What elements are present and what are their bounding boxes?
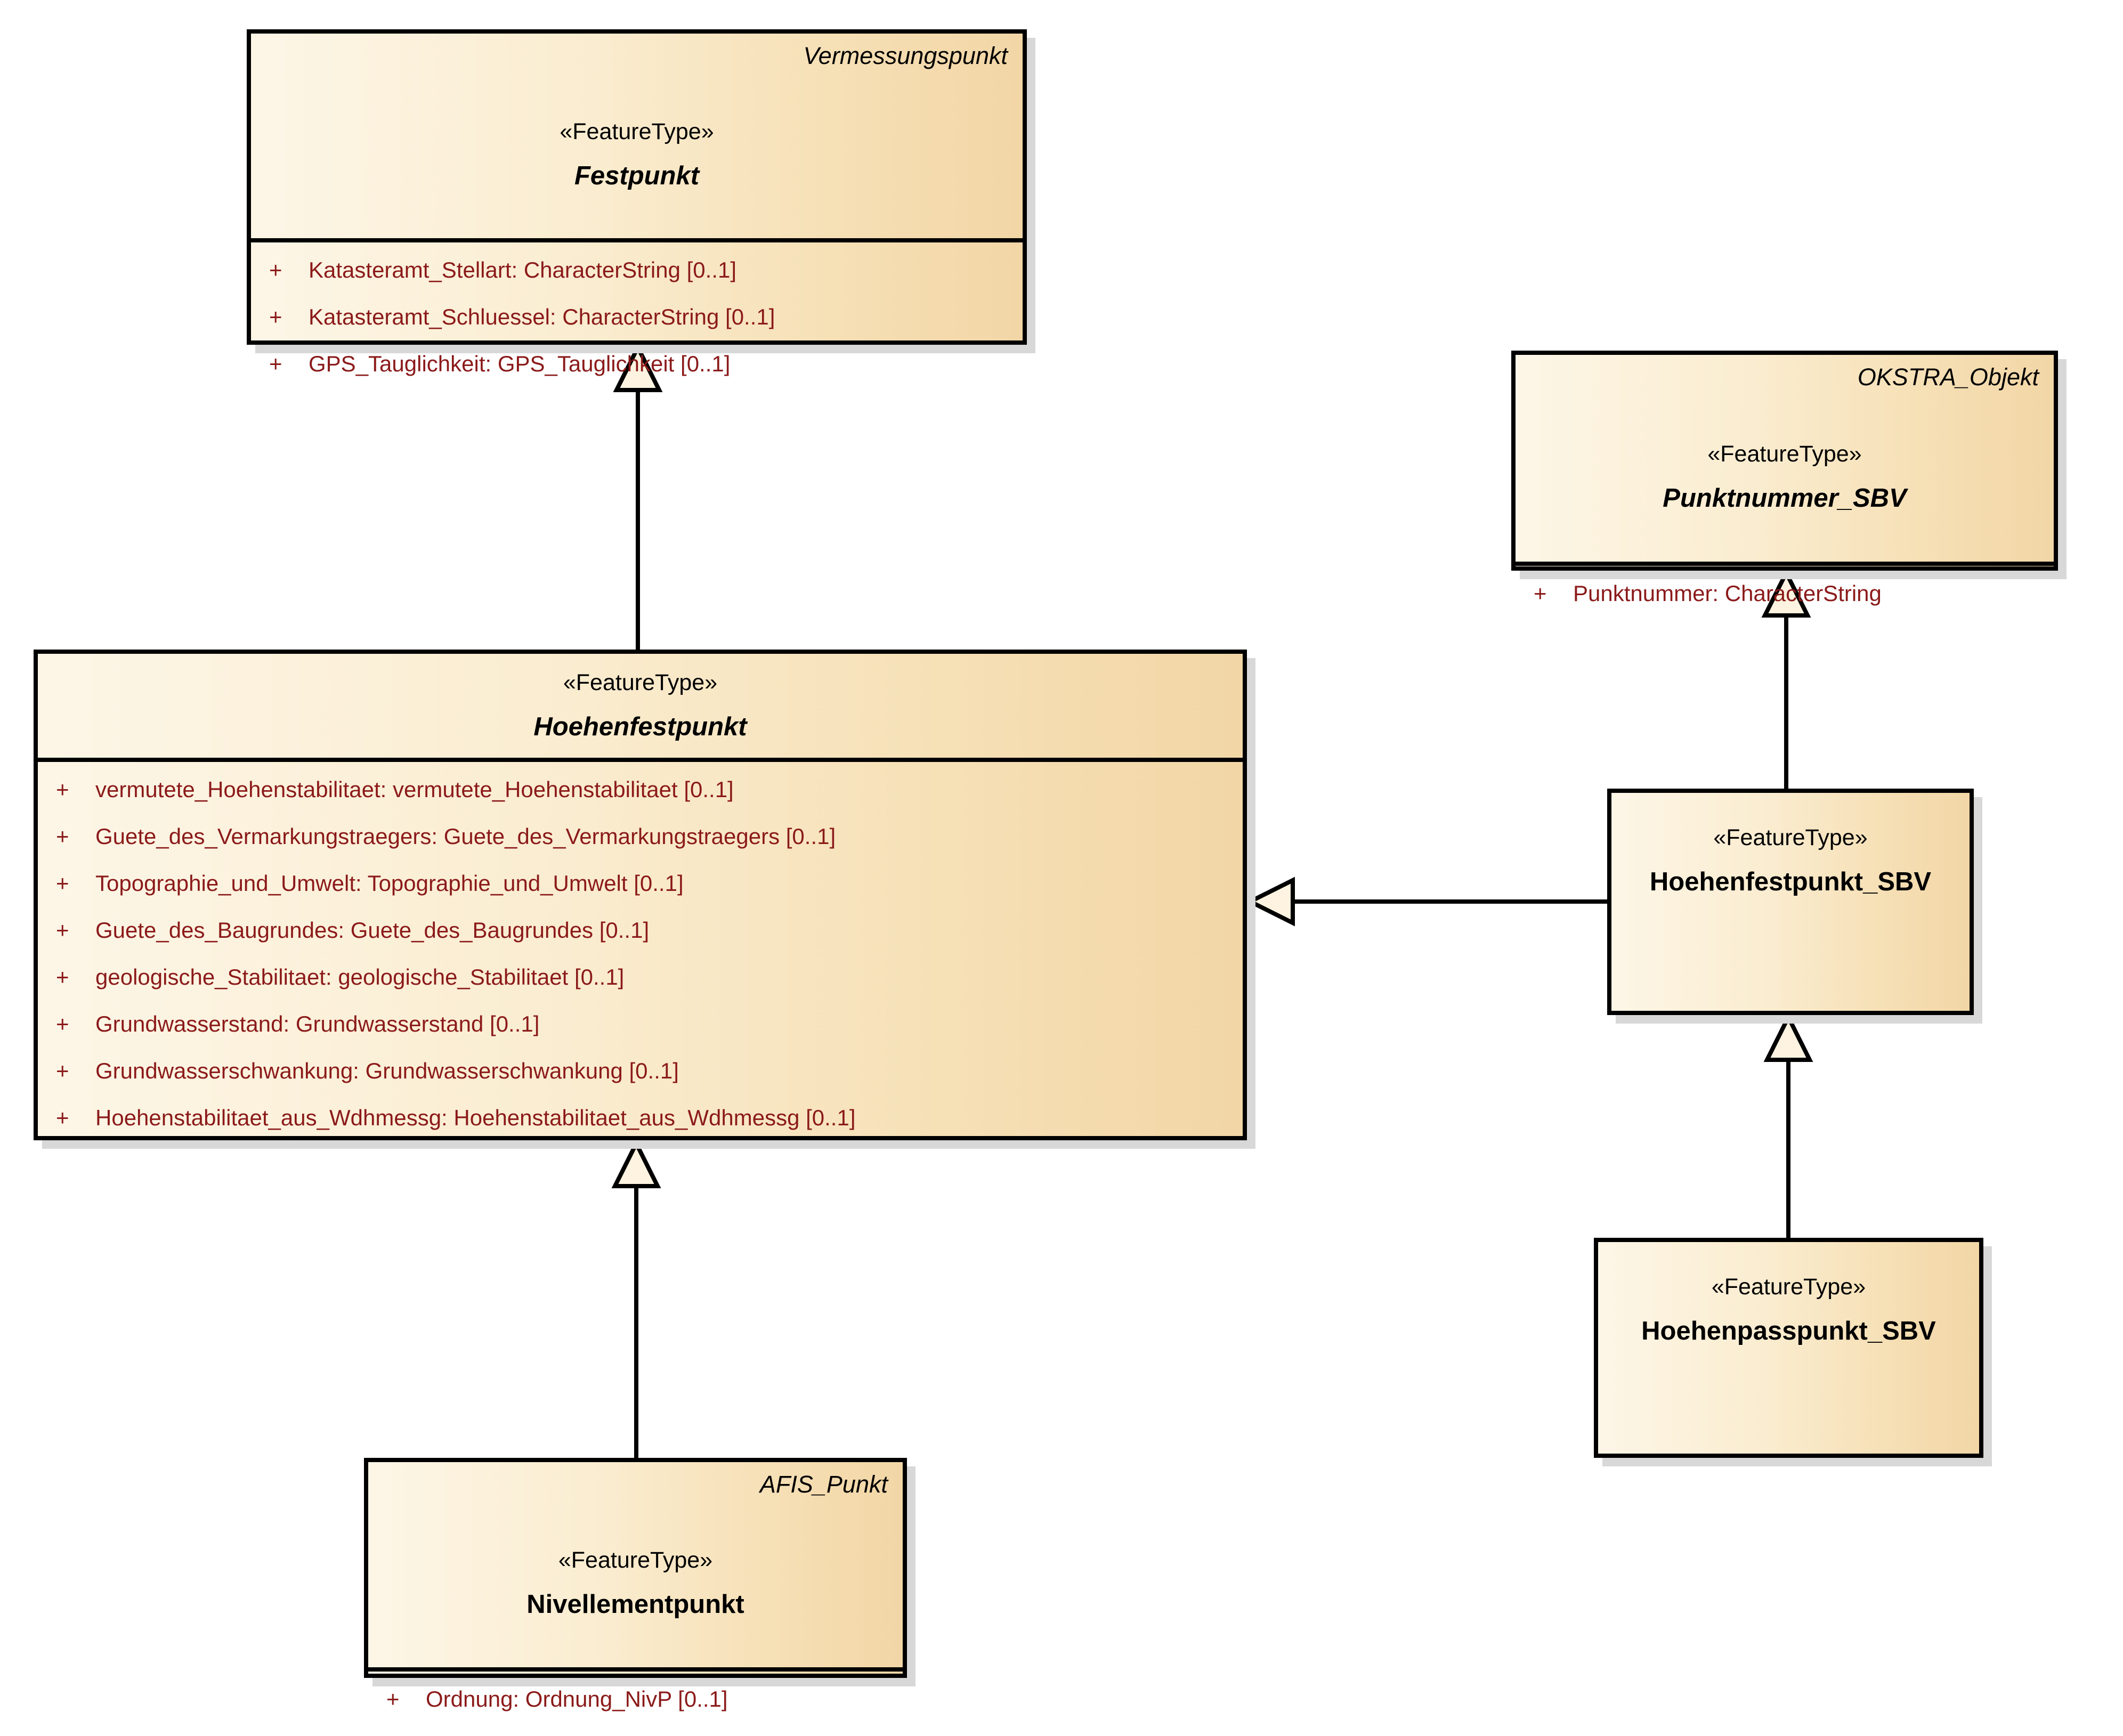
visibility-marker: +: [56, 964, 69, 989]
attribute-row: + geologische_Stabilitaet: geologische_S…: [38, 954, 1243, 1001]
attribute-text: Katasteramt_Schluessel: CharacterString …: [309, 304, 775, 329]
attribute-row: + Grundwasserstand: Grundwasserstand [0.…: [38, 1001, 1243, 1048]
class-header: «FeatureType» Hoehenpasspunkt_SBV: [1598, 1242, 1979, 1346]
visibility-marker: +: [386, 1686, 400, 1711]
package-tag: OKSTRA_Objekt: [1857, 363, 2039, 391]
class-name: Festpunkt: [574, 161, 700, 190]
visibility-marker: +: [269, 304, 282, 329]
stereotype-label: «FeatureType»: [558, 1547, 713, 1573]
generalization-arrowhead: [613, 343, 663, 392]
visibility-marker: +: [56, 918, 69, 943]
stereotype-label: «FeatureType»: [1711, 1274, 1866, 1300]
class-name: Nivellementpunkt: [526, 1590, 744, 1619]
class-name: Hoehenfestpunkt_SBV: [1649, 867, 1932, 896]
attribute-text: Guete_des_Vermarkungstraegers: Guete_des…: [95, 824, 836, 849]
attribute-text: Katasteramt_Stellart: CharacterString [0…: [309, 257, 737, 282]
attribute-text: Punktnummer: CharacterString: [1573, 581, 1882, 606]
attribute-row: + GPS_Tauglichkeit: GPS_Tauglichkeit [0.…: [251, 340, 1023, 387]
attribute-row: + Hoehenstabilitaet_aus_Wdhmessg: Hoehen…: [38, 1094, 1243, 1141]
attribute-text: geologische_Stabilitaet: geologische_Sta…: [95, 964, 625, 989]
class-hoehenpasspunkt-sbv[interactable]: «FeatureType» Hoehenpasspunkt_SBV: [1594, 1238, 1983, 1458]
visibility-marker: +: [56, 824, 69, 849]
class-header: Vermessungspunkt «FeatureType» Festpunkt: [251, 34, 1023, 238]
generalization-arrowhead: [611, 1139, 661, 1188]
attribute-row: + Katasteramt_Stellart: CharacterString …: [251, 247, 1023, 294]
attribute-row: + Grundwasserschwankung: Grundwasserschw…: [38, 1048, 1243, 1094]
class-name: Hoehenpasspunkt_SBV: [1641, 1317, 1936, 1345]
stereotype-label: «FeatureType»: [1713, 825, 1868, 850]
attribute-text: Topographie_und_Umwelt: Topographie_und_…: [95, 871, 684, 896]
class-nivellementpunkt[interactable]: AFIS_Punkt «FeatureType» Nivellementpunk…: [364, 1458, 907, 1711]
attribute-compartment: + Katasteramt_Stellart: CharacterString …: [251, 238, 1023, 387]
visibility-marker: +: [56, 1011, 69, 1036]
generalization-hoehenfestpunkt-to-festpunkt[interactable]: [613, 343, 663, 651]
attribute-text: Grundwasserschwankung: Grundwasserschwan…: [95, 1058, 679, 1083]
attribute-text: Grundwasserstand: Grundwasserstand [0..1…: [95, 1011, 540, 1036]
package-tag: AFIS_Punkt: [759, 1471, 888, 1498]
attribute-row: + Ordnung: Ordnung_NivP [0..1]: [368, 1676, 903, 1723]
stereotype-label: «FeatureType»: [1707, 441, 1862, 467]
attribute-compartment: + vermutete_Hoehenstabilitaet: vermutete…: [38, 758, 1243, 1141]
attribute-compartment: + Punktnummer: CharacterString: [1516, 562, 2054, 617]
attribute-text: vermutete_Hoehenstabilitaet: vermutete_H…: [95, 777, 734, 802]
class-header: «FeatureType» Hoehenfestpunkt: [38, 654, 1243, 758]
class-hoehenfestpunkt[interactable]: «FeatureType» Hoehenfestpunkt + vermutet…: [34, 650, 1247, 1140]
attribute-row: + Topographie_und_Umwelt: Topographie_un…: [38, 860, 1243, 907]
class-header: AFIS_Punkt «FeatureType» Nivellementpunk…: [368, 1462, 903, 1667]
class-hoehenfestpunkt-sbv[interactable]: «FeatureType» Hoehenfestpunkt_SBV: [1607, 789, 1974, 1015]
attribute-row: + Guete_des_Vermarkungstraegers: Guete_d…: [38, 813, 1243, 860]
stereotype-label: «FeatureType»: [560, 118, 714, 144]
visibility-marker: +: [56, 1105, 69, 1130]
visibility-marker: +: [269, 351, 282, 376]
visibility-marker: +: [56, 777, 69, 802]
class-punktnummer-sbv[interactable]: OKSTRA_Objekt «FeatureType» Punktnummer_…: [1511, 351, 2058, 606]
class-header: «FeatureType» Hoehenfestpunkt_SBV: [1611, 793, 1970, 897]
attribute-compartment: + Ordnung: Ordnung_NivP [0..1]: [368, 1667, 903, 1723]
class-festpunkt[interactable]: Vermessungspunkt «FeatureType» Festpunkt…: [247, 29, 1027, 376]
generalization-nivellementpunkt-to-hoehenfestpunkt[interactable]: [611, 1139, 661, 1459]
attribute-row: + Katasteramt_Schluessel: CharacterStrin…: [251, 294, 1023, 340]
generalization-hoehenpasspunktsbv-to-hoehenfestpunktsbv[interactable]: [1763, 1012, 1813, 1239]
generalization-hoehenfestpunktsbv-to-hoehenfestpunkt[interactable]: [1245, 877, 1608, 927]
generalization-arrowhead: [1763, 1012, 1813, 1062]
attribute-text: Guete_des_Baugrundes: Guete_des_Baugrund…: [95, 918, 650, 943]
attribute-text: Ordnung: Ordnung_NivP [0..1]: [426, 1686, 728, 1711]
visibility-marker: +: [1534, 581, 1547, 606]
visibility-marker: +: [56, 1058, 69, 1083]
generalization-arrowhead: [1761, 568, 1811, 618]
package-tag: Vermessungspunkt: [803, 42, 1008, 69]
stereotype-label: «FeatureType»: [563, 670, 718, 695]
attribute-text: Hoehenstabilitaet_aus_Wdhmessg: Hoehenst…: [95, 1105, 856, 1130]
visibility-marker: +: [56, 871, 69, 896]
class-header: OKSTRA_Objekt «FeatureType» Punktnummer_…: [1516, 355, 2054, 562]
attribute-row: + Guete_des_Baugrundes: Guete_des_Baugru…: [38, 907, 1243, 954]
attribute-row: + Punktnummer: CharacterString: [1516, 570, 2054, 617]
generalization-hoehenfestpunktsbv-to-punktnummersbv[interactable]: [1761, 568, 1811, 790]
attribute-text: GPS_Tauglichkeit: GPS_Tauglichkeit [0..1…: [309, 351, 731, 376]
class-name: Punktnummer_SBV: [1663, 483, 1907, 513]
class-name: Hoehenfestpunkt: [533, 712, 747, 741]
visibility-marker: +: [269, 257, 282, 282]
attribute-row: + vermutete_Hoehenstabilitaet: vermutete…: [38, 766, 1243, 813]
generalization-arrowhead: [1245, 877, 1295, 927]
